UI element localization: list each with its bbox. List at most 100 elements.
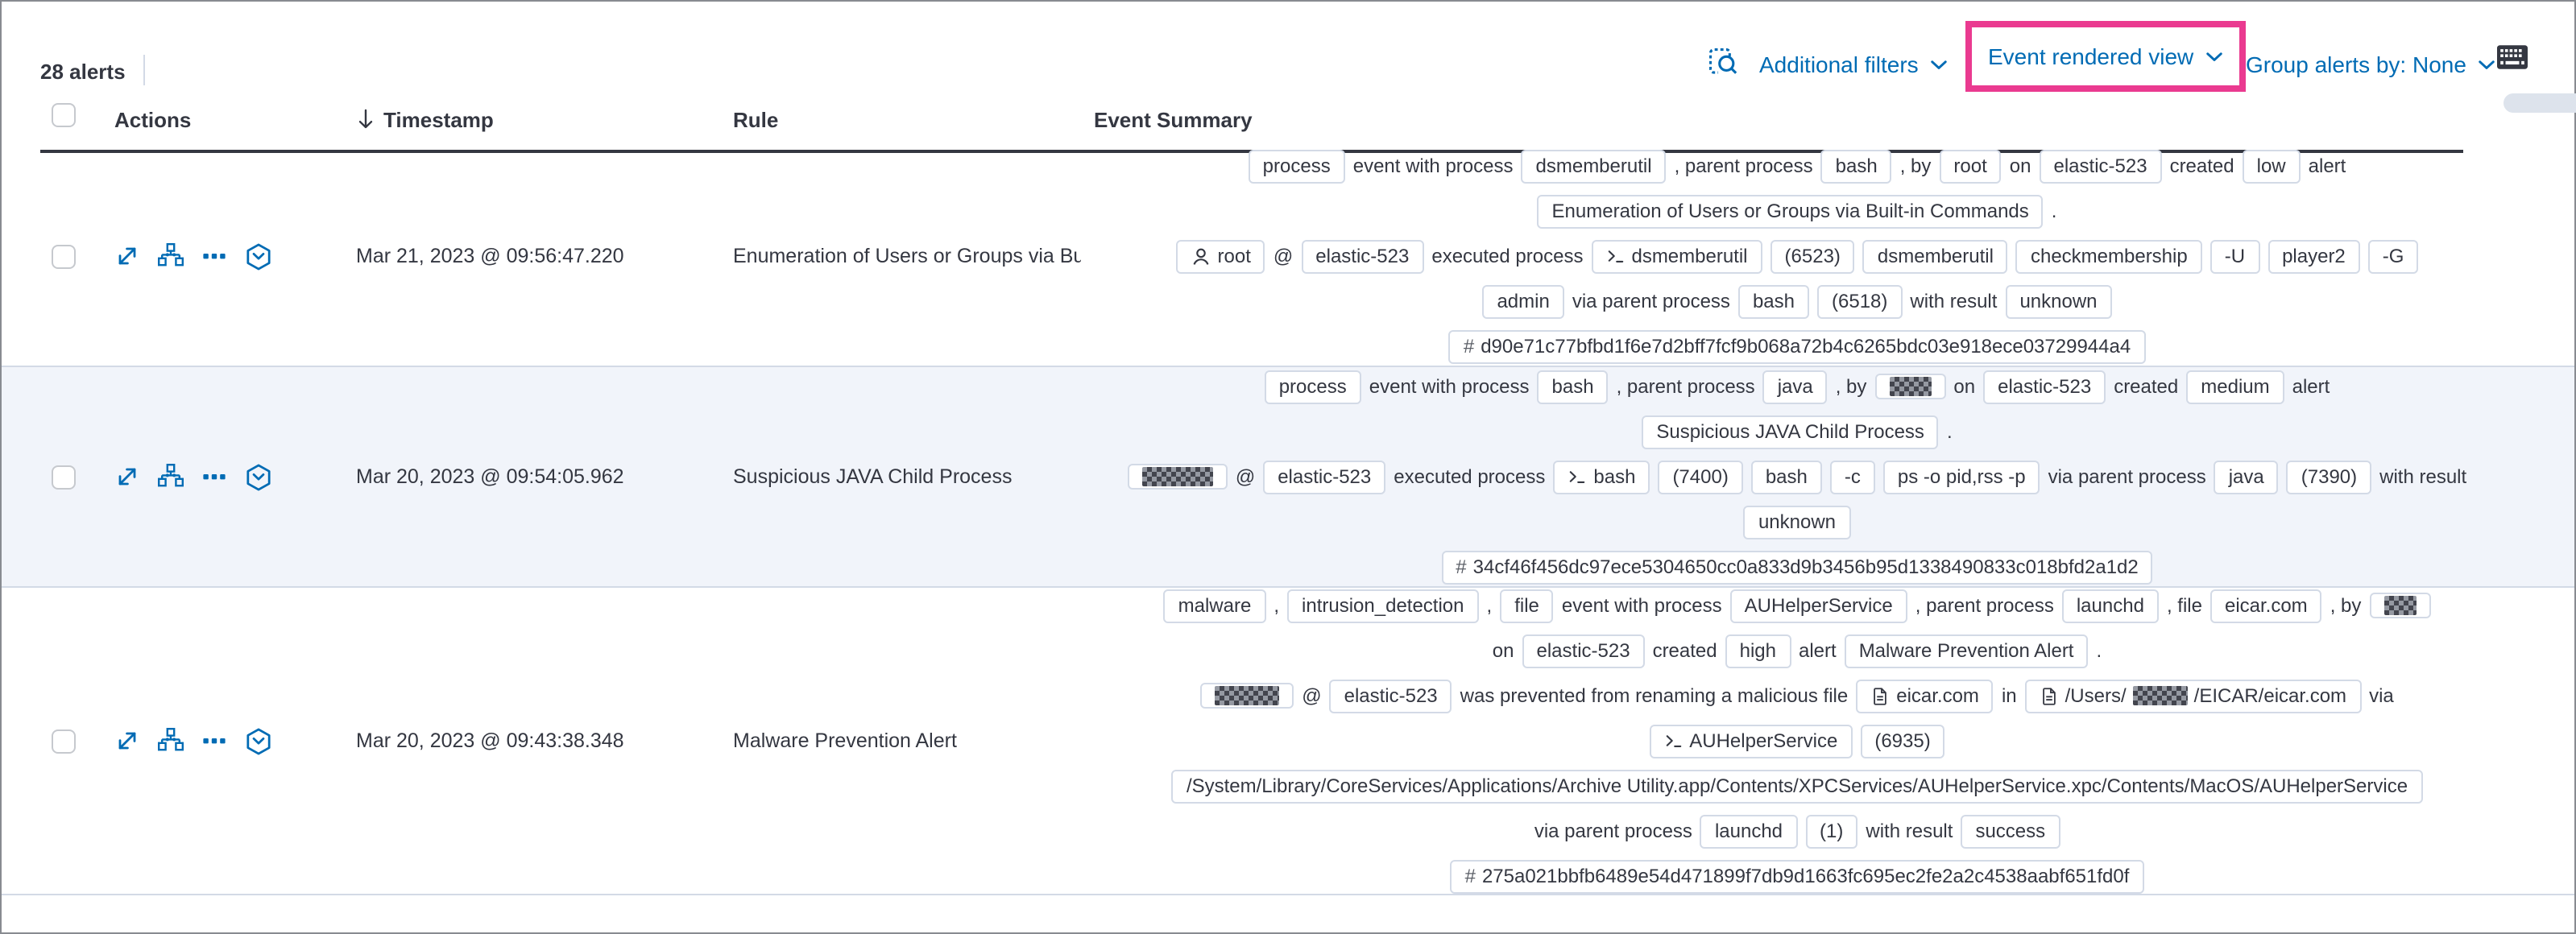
redacted-field-badge[interactable] [1874,374,1946,399]
terminal-field-badge[interactable]: AUHelperService [1649,724,1853,758]
field-badge[interactable]: (6518) [1817,284,1903,318]
field-badge[interactable]: Suspicious JAVA Child Process [1642,415,1939,448]
field-badge[interactable]: process [1248,149,1345,183]
summary-text: in [2001,684,2017,706]
user-field-badge[interactable]: root [1175,239,1265,273]
field-badge[interactable]: bash [1750,460,1822,494]
session-view-icon[interactable] [245,727,272,754]
hash-field-badge[interactable]: #275a021bbfb6489e54d471899f7db9d1663fc69… [1450,859,2144,893]
row-checkbox[interactable] [52,244,76,268]
field-badge[interactable]: unknown [1743,505,1851,539]
field-badge[interactable]: elastic-523 [1983,370,2106,403]
select-all-checkbox[interactable] [52,103,76,127]
field-badge[interactable]: eicar.com [2209,589,2322,622]
field-badge[interactable]: dsmemberutil [1521,149,1667,183]
keyboard-shortcuts-button[interactable] [2497,45,2528,69]
field-badge[interactable]: (6523) [1770,239,1855,273]
hash-field-badge[interactable]: #d90e71c77bfbd1f6e7d2bff7fcf9b068a72b4c6… [1448,329,2146,363]
column-header-actions: Actions [114,107,192,131]
field-badge[interactable]: elastic-523 [1522,634,1645,667]
field-badge[interactable]: elastic-523 [1263,460,1386,494]
field-badge[interactable]: ps -o pid,rss -p [1882,460,2040,494]
expand-alert-icon[interactable] [114,243,140,269]
field-badge[interactable]: -c [1829,460,1875,494]
field-badge[interactable]: dsmemberutil [1862,239,2008,273]
expand-alert-icon[interactable] [114,728,140,754]
analyzer-icon[interactable] [158,464,184,490]
field-badge[interactable]: -U [2209,239,2260,273]
row-actions [95,367,337,586]
group-alerts-button[interactable]: Group alerts by: None [2246,52,2495,77]
more-actions-icon[interactable] [201,728,227,754]
expand-alert-icon[interactable] [114,464,140,490]
field-badge[interactable]: file [1500,589,1554,622]
field-badge[interactable]: (7390) [2286,460,2372,494]
inspect-button[interactable] [1708,47,1738,77]
field-badge[interactable]: /System/Library/CoreServices/Application… [1171,769,2423,803]
field-badge[interactable]: Enumeration of Users or Groups via Built… [1537,194,2044,228]
row-checkbox[interactable] [52,465,76,489]
hash-field-badge[interactable]: #34cf46f456dc97ece5304650cc0a833d9b3456b… [1441,550,2153,584]
file-path-field-badge[interactable]: /Users//EICAR/eicar.com [2024,679,2362,713]
field-badge[interactable]: admin [1482,284,1564,318]
row-checkbox[interactable] [52,729,76,753]
field-badge[interactable]: Malware Prevention Alert [1844,634,2089,667]
field-badge[interactable]: bash [1537,370,1609,403]
field-badge[interactable]: unknown [2005,284,2112,318]
field-badge[interactable]: medium [2186,370,2284,403]
field-badge[interactable]: high [1725,634,1791,667]
view-selector-button[interactable]: Event rendered view [1988,43,2222,69]
summary-text: with result [2379,465,2467,487]
row-timestamp: Mar 21, 2023 @ 09:56:47.220 [356,245,624,267]
redacted-field-badge[interactable] [1200,683,1294,709]
more-actions-icon[interactable] [201,464,227,490]
summary-line: #275a021bbfb6489e54d471899f7db9d1663fc69… [1450,859,2144,893]
field-badge[interactable]: java [1762,370,1828,403]
redacted-text [2132,686,2188,705]
analyzer-icon[interactable] [158,728,184,754]
field-badge[interactable]: elastic-523 [1301,239,1424,273]
field-badge[interactable]: (6935) [1860,724,1945,758]
summary-text: executed process [1394,465,1546,487]
file-field-badge[interactable]: eicar.com [1856,679,1994,713]
field-badge[interactable]: java [2214,460,2279,494]
terminal-icon [1568,467,1587,486]
scrollbar-thumb[interactable] [2504,93,2576,113]
field-badge[interactable]: AUHelperService [1729,589,1907,622]
field-badge[interactable]: launchd [1700,814,1798,848]
file-icon [2040,685,2059,706]
redacted-field-badge[interactable] [2369,593,2431,618]
field-badge[interactable]: player2 [2267,239,2360,273]
field-badge[interactable]: bash [1820,149,1892,183]
chevron-down-icon [2478,59,2495,70]
session-view-icon[interactable] [245,242,272,270]
field-badge[interactable]: root [1939,149,2002,183]
field-badge[interactable]: bash [1737,284,1809,318]
field-badge[interactable]: (7400) [1658,460,1743,494]
field-badge[interactable]: success [1961,814,2060,848]
field-badge[interactable]: malware [1163,589,1266,622]
field-badge[interactable]: elastic-523 [1329,679,1452,713]
file-icon [1870,685,1890,706]
field-badge[interactable]: elastic-523 [2039,149,2162,183]
field-badge[interactable]: (1) [1805,814,1858,848]
sort-descending-icon [356,108,375,130]
additional-filters-button[interactable]: Additional filters [1759,52,1948,77]
column-header-timestamp[interactable]: Timestamp [337,107,714,131]
more-actions-icon[interactable] [201,243,227,269]
session-view-icon[interactable] [245,463,272,490]
field-badge[interactable]: low [2242,149,2301,183]
redacted-field-badge[interactable] [1127,464,1228,490]
field-badge[interactable]: process [1264,370,1361,403]
field-badge[interactable]: intrusion_detection [1287,589,1479,622]
terminal-field-badge[interactable]: bash [1553,460,1650,494]
field-badge[interactable]: checkmembership [2015,239,2202,273]
field-badge[interactable]: launchd [2061,589,2159,622]
terminal-field-badge[interactable]: dsmemberutil [1591,239,1762,273]
analyzer-icon[interactable] [158,243,184,269]
redacted-text [1215,686,1280,705]
redacted-text [2383,596,2417,615]
field-badge[interactable]: -G [2367,239,2419,273]
